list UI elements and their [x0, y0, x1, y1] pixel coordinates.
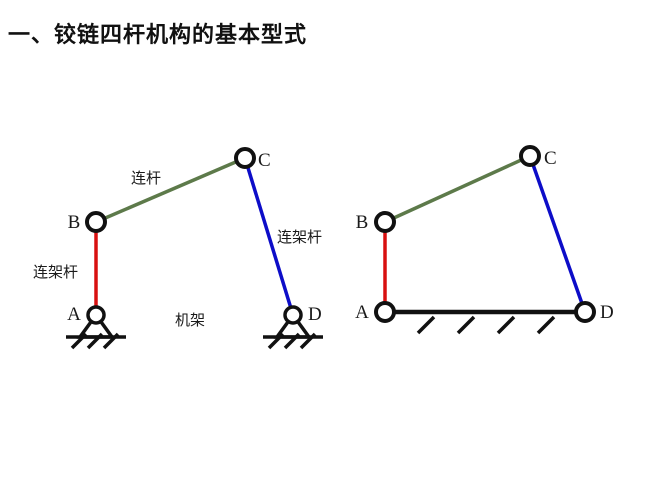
joint-label-C: C: [258, 150, 271, 171]
joint-B[interactable]: [374, 211, 396, 233]
left-mechanism: A B C D 连杆 连架杆 连架杆 机架: [33, 147, 323, 350]
joint-C[interactable]: [519, 145, 541, 167]
ground-hatch-A-3: [102, 332, 120, 350]
joint-label-A: A: [67, 304, 81, 325]
joint-A[interactable]: [374, 301, 396, 323]
frame-hatch-4: [536, 315, 556, 335]
joint-label-A: A: [355, 302, 369, 323]
link-CD-rocker[interactable]: [243, 157, 295, 316]
link-BC-coupler[interactable]: [95, 156, 246, 224]
joint-label-D: D: [600, 302, 614, 323]
frame-hatching-icon: [416, 315, 556, 335]
joint-label-D: D: [308, 304, 322, 325]
link-CD-rocker[interactable]: [528, 155, 587, 313]
frame-hatch-2: [456, 315, 476, 335]
joint-D[interactable]: [283, 305, 303, 325]
joint-label-B: B: [356, 212, 369, 233]
ground-support-A-icon: [66, 312, 126, 350]
ground-hatch-D-2: [283, 332, 301, 350]
ground-hatch-A-1: [70, 332, 88, 350]
joint-C[interactable]: [234, 147, 256, 169]
annotation-frame: 机架: [175, 311, 205, 329]
right-mechanism: A B C D: [355, 145, 614, 335]
frame-hatch-3: [496, 315, 516, 335]
page-title: 一、铰链四杆机构的基本型式: [8, 22, 308, 48]
ground-hatch-A-2: [86, 332, 104, 350]
joint-B[interactable]: [85, 211, 107, 233]
ground-hatch-D-1: [267, 332, 285, 350]
ground-support-D-icon: [263, 312, 323, 350]
ground-hatch-D-3: [299, 332, 317, 350]
joint-A[interactable]: [86, 305, 106, 325]
joint-label-C: C: [544, 148, 557, 169]
frame-hatch-1: [416, 315, 436, 335]
joint-label-B: B: [68, 212, 81, 233]
joint-D[interactable]: [574, 301, 596, 323]
annotation-right-rocker: 连架杆: [277, 228, 322, 246]
annotation-coupler: 连杆: [131, 169, 161, 187]
link-BC-coupler[interactable]: [384, 154, 531, 224]
annotation-left-crank: 连架杆: [33, 263, 78, 281]
